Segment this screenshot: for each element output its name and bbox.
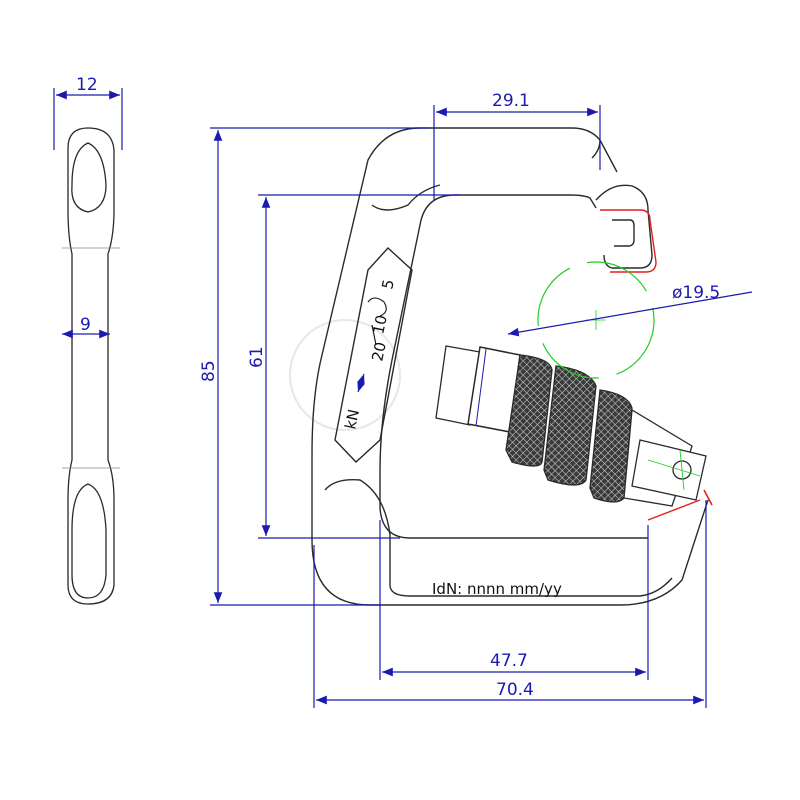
dim-inner-width-label: 47.7 [490, 651, 528, 671]
strength-cross: 5 [378, 278, 398, 291]
side-view-outline [67, 127, 115, 605]
strength-arrows [357, 297, 387, 393]
frame-top-rib [371, 184, 441, 211]
side-view [62, 127, 120, 605]
strength-open: 10 [369, 313, 391, 335]
strength-major: 20 [368, 340, 390, 362]
dim-height-inner [258, 194, 460, 539]
gate-knurl-1 [505, 354, 553, 467]
dim-gate-top [433, 105, 601, 200]
dim-height-total [210, 127, 430, 606]
dim-height-total-label: 85 [199, 360, 219, 382]
side-view-bottom-groove [71, 483, 107, 599]
gate-locking-pin [631, 439, 707, 501]
dim-overall-width-label: 70.4 [496, 680, 534, 700]
strength-unit: kN [341, 408, 363, 431]
dim-gate-top-label: 29.1 [492, 91, 530, 111]
dim-gate-opening [507, 291, 753, 337]
dim-overall-width [313, 500, 707, 708]
dim-inner-width [379, 520, 649, 680]
gate-knurl-2 [543, 365, 597, 486]
gate-opening-circle [537, 261, 655, 379]
dim-width-waist-label: 9 [80, 315, 91, 335]
dim-width-side-label: 12 [76, 75, 98, 95]
side-view-top-groove [71, 142, 107, 213]
dim-width-side [53, 88, 123, 150]
dim-gate-opening-label: ø19.5 [672, 283, 720, 303]
id-marking: IdN: nnnn mm/yy [432, 580, 562, 598]
frame-outer [311, 127, 709, 606]
gate-sleeve [435, 345, 707, 507]
frame-inner [379, 194, 648, 539]
spine-plate [334, 247, 413, 463]
nose-slot [600, 209, 657, 273]
dim-height-inner-label: 61 [247, 346, 267, 368]
nose-hook [595, 184, 653, 269]
